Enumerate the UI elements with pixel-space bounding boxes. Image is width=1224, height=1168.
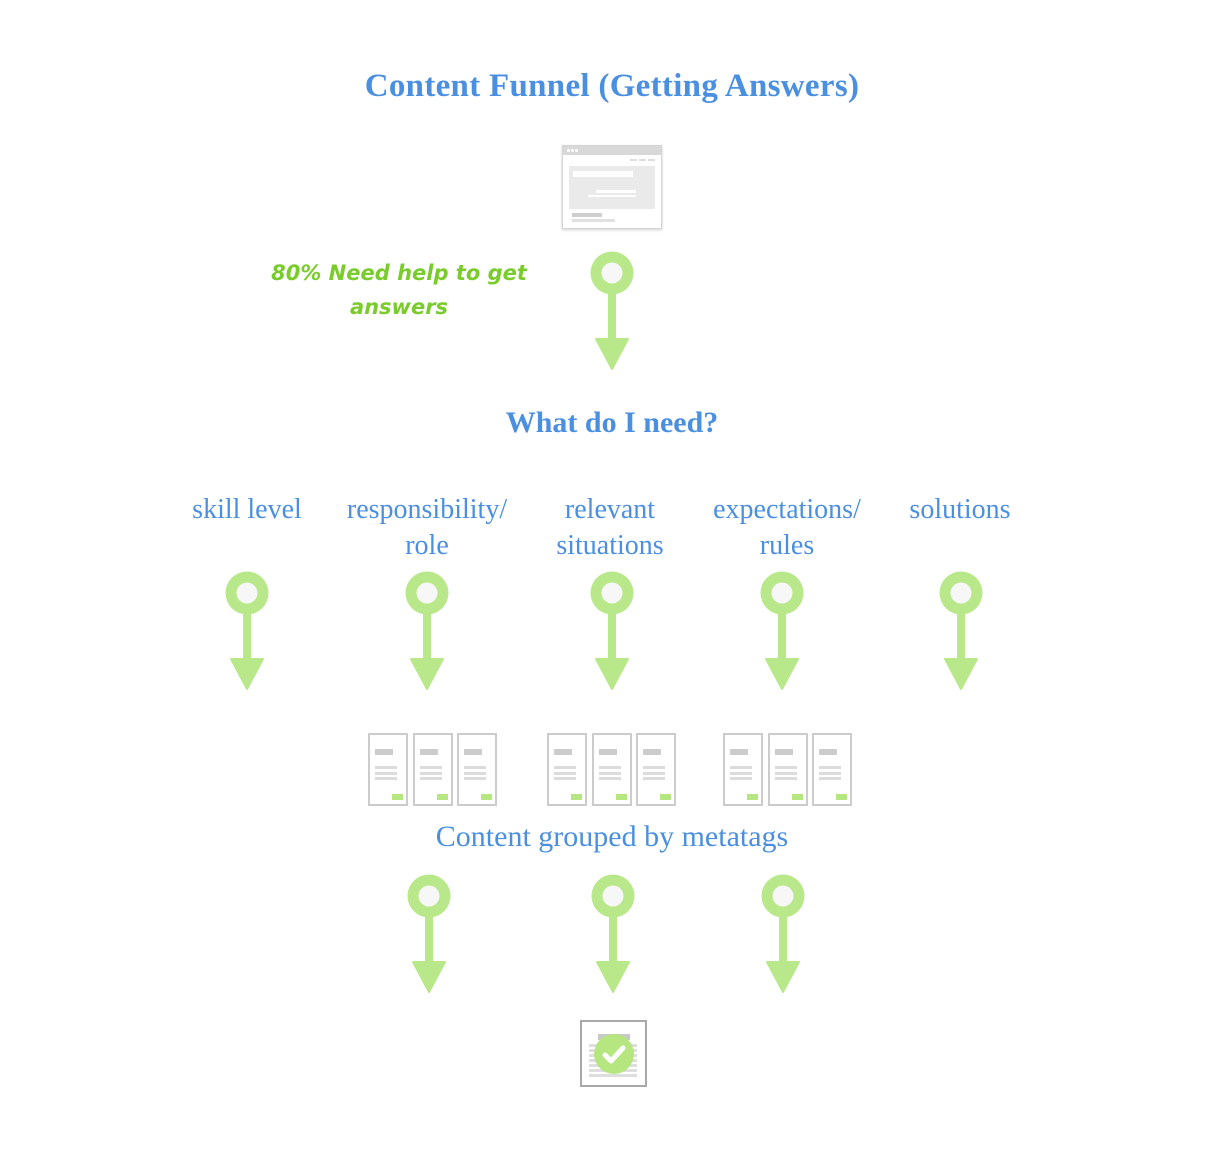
content-card-icon [636, 733, 676, 806]
content-groups-label: Content grouped by metatags [435, 820, 789, 853]
need-label-skill-level: skill level [192, 494, 302, 525]
content-card-icon [547, 733, 587, 806]
content-card-icon [368, 733, 408, 806]
need-label-solutions: solutions [909, 494, 1011, 525]
need-label-relevant-situations: relevant situations [556, 494, 664, 561]
need-arrow-1 [225, 571, 269, 690]
verified-document-icon [580, 1020, 647, 1087]
content-card-icon [723, 733, 763, 806]
content-card-icon [812, 733, 852, 806]
checkmark-icon [594, 1034, 634, 1074]
browser-window-icon [562, 145, 662, 229]
browser-title-bar [563, 146, 661, 155]
need-arrow-3 [590, 571, 634, 690]
group-arrow-2 [591, 874, 635, 993]
entry-arrow [590, 251, 634, 370]
group-arrow-3 [761, 874, 805, 993]
content-card-icon [767, 733, 808, 806]
content-card-icon [412, 733, 453, 806]
content-card-icon [457, 733, 497, 806]
diagram-title: Content Funnel (Getting Answers) [364, 68, 860, 104]
need-arrow-2 [405, 571, 449, 690]
need-arrow-4 [760, 571, 804, 690]
stat-callout: 80% Need help to get answers [271, 261, 527, 319]
need-label-responsibility-role: responsibility/ role [346, 494, 508, 561]
group-arrow-1 [407, 874, 451, 993]
content-card-icon [591, 733, 632, 806]
need-label-expectations-rules: expectations/ rules [713, 494, 861, 561]
need-arrow-5 [939, 571, 983, 690]
question-heading: What do I need? [505, 406, 719, 439]
